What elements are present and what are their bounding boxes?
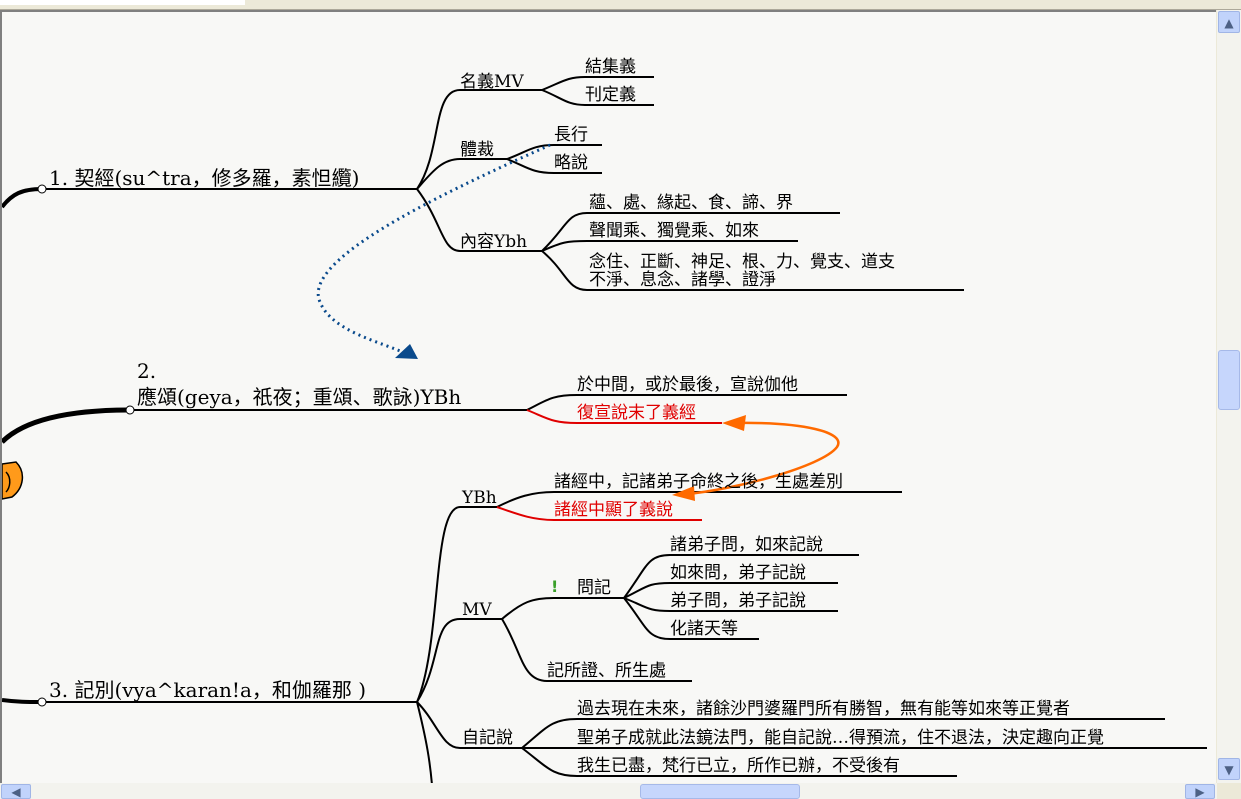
node-leaf[interactable]: 聲聞乘、獨覺乘、如來 bbox=[589, 221, 759, 241]
node-ybh[interactable]: YBh bbox=[462, 488, 497, 508]
node-leaf[interactable]: 記所證、所生處 bbox=[547, 661, 666, 681]
mindmap-canvas[interactable]: ! 1. 契經(su^tra，修多羅，素怛纜) 名義MV 結集義 刊定義 體裁 … bbox=[0, 10, 1216, 783]
fold-circle bbox=[37, 697, 47, 707]
node-geya[interactable]: 應頌(geya，祇夜；重頌、歌詠)YBh bbox=[137, 385, 462, 409]
orange-node-icon bbox=[2, 461, 24, 500]
orange-arrowhead bbox=[672, 486, 695, 501]
orange-link bbox=[686, 421, 840, 496]
blue-dotted-link bbox=[316, 143, 551, 356]
node-neirong-ybh[interactable]: 內容Ybh bbox=[460, 232, 528, 252]
node-leaf[interactable]: 弟子問，弟子記說 bbox=[670, 591, 806, 611]
fold-circle bbox=[37, 184, 47, 194]
node-leaf[interactable]: 化諸天等 bbox=[670, 619, 738, 639]
edge-root-node1 bbox=[2, 187, 43, 209]
node-zijishuo[interactable]: 自記說 bbox=[462, 728, 513, 748]
node-leaf-red[interactable]: 諸經中顯了義說 bbox=[554, 500, 673, 520]
node-leaf[interactable]: 於中間，或於最後，宣說伽他 bbox=[577, 375, 798, 395]
node-sutra[interactable]: 1. 契經(su^tra，修多羅，素怛纜) bbox=[49, 166, 360, 190]
node-leaf[interactable]: 蘊、處、緣起、食、諦、界 bbox=[589, 193, 793, 213]
scroll-left-button[interactable]: ◀ bbox=[1, 784, 31, 799]
edge-root-node2 bbox=[2, 407, 131, 444]
node-geya-number[interactable]: 2. bbox=[137, 359, 157, 383]
node-ticai[interactable]: 體裁 bbox=[460, 140, 494, 160]
scroll-down-button[interactable]: ▼ bbox=[1218, 758, 1240, 780]
node-leaf[interactable]: 長行 bbox=[554, 125, 588, 145]
node-leaf[interactable]: 念住、正斷、神足、根、力、覺支、道支 不淨、息念、諸學、證淨 bbox=[589, 252, 895, 290]
blue-arrowhead bbox=[395, 344, 418, 359]
vertical-scrollbar[interactable]: ▲ ▼ bbox=[1217, 10, 1241, 783]
scroll-corner bbox=[1217, 783, 1241, 799]
horizontal-scrollbar[interactable]: ◀ ▶ bbox=[0, 783, 1217, 799]
vertical-scroll-thumb[interactable] bbox=[1218, 350, 1240, 410]
node-leaf[interactable]: 聖弟子成就此法鏡法門，能自記說…得預流，住不退法，決定趣向正覺 bbox=[577, 728, 1104, 748]
node-leaf[interactable]: 諸弟子問，如來記說 bbox=[670, 535, 823, 555]
scroll-up-button[interactable]: ▲ bbox=[1218, 11, 1240, 33]
node-leaf[interactable]: 諸經中，記諸弟子命終之後，生處差別 bbox=[554, 472, 843, 492]
toolbar-field[interactable] bbox=[0, 0, 245, 5]
top-toolbar bbox=[0, 0, 1241, 10]
node-leaf-red[interactable]: 復宣說末了義經 bbox=[577, 403, 696, 423]
node-wenji[interactable]: 問記 bbox=[577, 578, 611, 598]
exclamation-icon: ! bbox=[551, 577, 558, 596]
node-leaf[interactable]: 過去現在未來，諸餘沙門婆羅門所有勝智，無有能等如來等正覺者 bbox=[577, 699, 1070, 719]
node-leaf[interactable]: 略說 bbox=[554, 153, 588, 173]
fold-circle bbox=[125, 405, 135, 415]
node-mv[interactable]: MV bbox=[462, 600, 492, 620]
orange-arrowhead bbox=[722, 415, 746, 431]
node-vyakarana[interactable]: 3. 記別(vya^karan!a，和伽羅那 ) bbox=[49, 678, 367, 702]
edges-layer: ! bbox=[2, 76, 1207, 783]
horizontal-scroll-thumb[interactable] bbox=[640, 784, 800, 799]
node-leaf[interactable]: 如來問，弟子記說 bbox=[670, 563, 806, 583]
node-leaf[interactable]: 結集義 bbox=[585, 57, 636, 77]
node-leaf[interactable]: 刊定義 bbox=[585, 85, 636, 105]
node-mingyi-mv[interactable]: 名義MV bbox=[460, 72, 524, 92]
scroll-right-button[interactable]: ▶ bbox=[1185, 784, 1215, 799]
node-leaf[interactable]: 我生已盡，梵行已立，所作已辦，不受後有 bbox=[577, 756, 900, 776]
edge-root-node3 bbox=[2, 698, 43, 704]
